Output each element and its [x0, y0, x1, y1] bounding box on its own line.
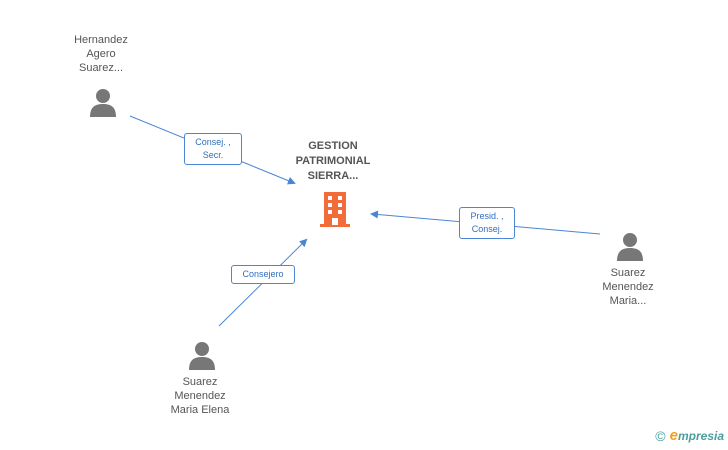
brand-logo-e: e: [669, 427, 678, 444]
person-hernandez-name[interactable]: Hernandez Agero Suarez...: [74, 34, 128, 74]
person-suarez-elena-name[interactable]: Suarez Menendez Maria Elena: [170, 376, 230, 416]
person-suarez-right-name[interactable]: Suarez Menendez Maria...: [602, 267, 654, 307]
brand-watermark: © e mpresia: [655, 427, 724, 444]
person-icon[interactable]: [88, 87, 118, 117]
relation-label-suarez-right[interactable]: Presid. , Consej.: [459, 207, 515, 239]
relation-label-hernandez[interactable]: Consej. , Secr.: [184, 133, 242, 165]
person-icon[interactable]: [615, 231, 645, 261]
company-name[interactable]: GESTION PATRIMONIAL SIERRA...: [295, 140, 371, 182]
person-icon[interactable]: [187, 340, 217, 370]
copyright-icon: ©: [655, 427, 666, 444]
relation-label-suarez-elena[interactable]: Consejero: [231, 265, 295, 284]
building-icon[interactable]: [318, 190, 352, 228]
brand-name: mpresia: [677, 428, 724, 443]
